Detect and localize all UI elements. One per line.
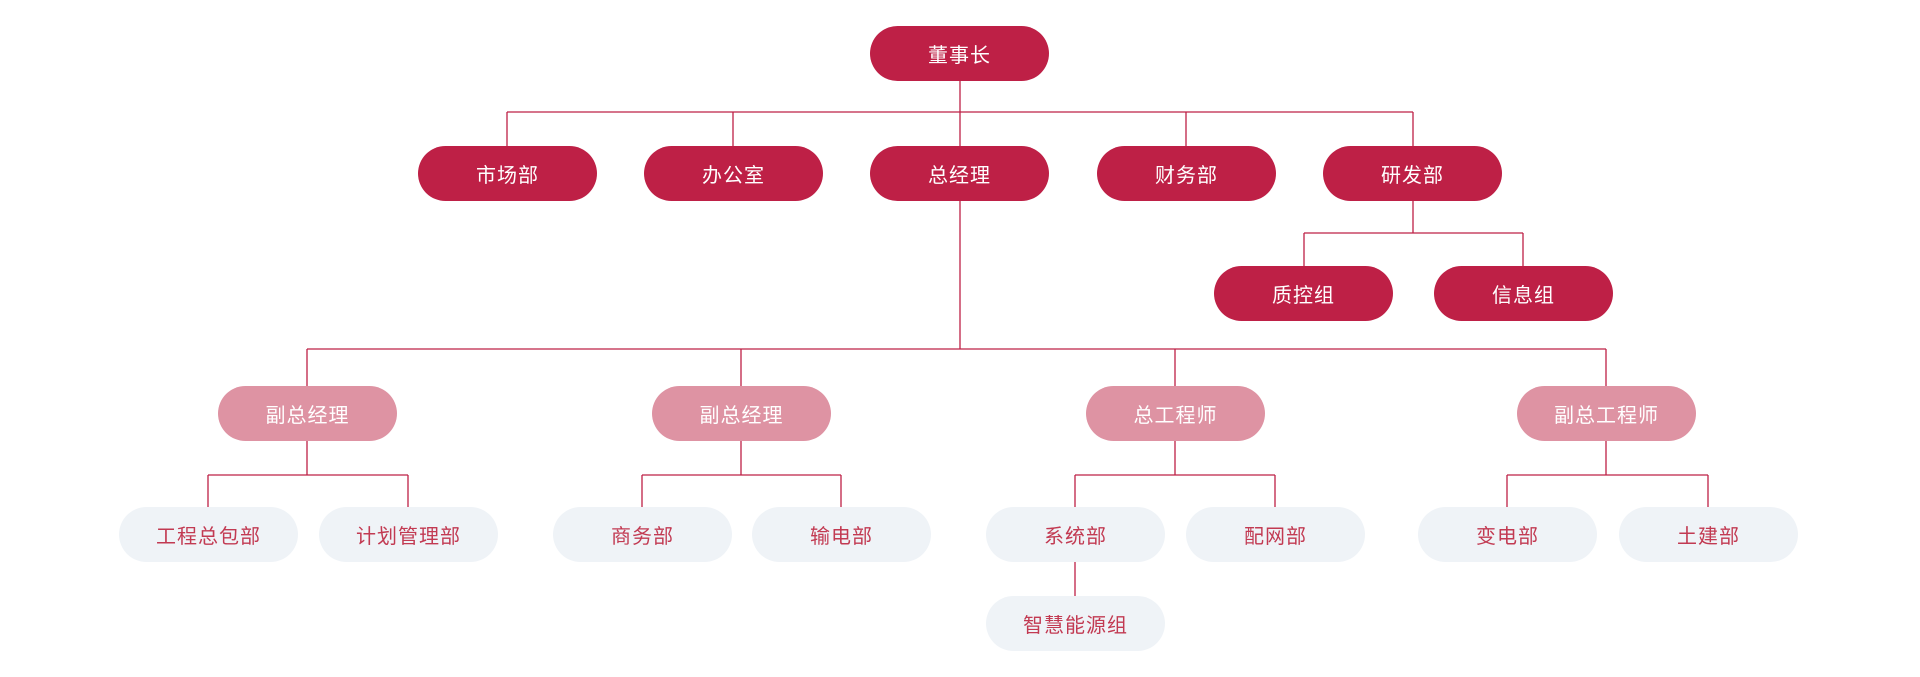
org-node-label: 商务部 bbox=[611, 526, 674, 548]
org-node-label: 计划管理部 bbox=[356, 526, 461, 548]
org-node-label: 财务部 bbox=[1155, 165, 1218, 187]
org-node-deputy-chief-engineer[interactable]: 副总工程师 bbox=[1517, 386, 1696, 441]
org-node-planning[interactable]: 计划管理部 bbox=[319, 507, 498, 562]
org-node-label: 智慧能源组 bbox=[1023, 615, 1128, 637]
org-node-label: 总经理 bbox=[928, 165, 991, 187]
org-node-chairman[interactable]: 董事长 bbox=[870, 26, 1049, 81]
org-node-civil[interactable]: 土建部 bbox=[1619, 507, 1798, 562]
org-node-finance[interactable]: 财务部 bbox=[1097, 146, 1276, 201]
org-node-label: 变电部 bbox=[1476, 526, 1539, 548]
org-node-label: 工程总包部 bbox=[156, 526, 261, 548]
org-node-label: 总工程师 bbox=[1133, 405, 1218, 427]
org-node-smart-energy[interactable]: 智慧能源组 bbox=[986, 596, 1165, 651]
org-node-systems[interactable]: 系统部 bbox=[986, 507, 1165, 562]
org-node-deputy-gm-2[interactable]: 副总经理 bbox=[652, 386, 831, 441]
org-node-chief-engineer[interactable]: 总工程师 bbox=[1086, 386, 1265, 441]
org-node-label: 办公室 bbox=[702, 165, 765, 187]
org-node-label: 配网部 bbox=[1244, 526, 1307, 548]
org-node-label: 副总工程师 bbox=[1554, 405, 1659, 427]
org-node-label: 系统部 bbox=[1044, 526, 1107, 548]
org-node-quality-control[interactable]: 质控组 bbox=[1214, 266, 1393, 321]
org-node-label: 土建部 bbox=[1677, 526, 1740, 548]
org-node-general-manager[interactable]: 总经理 bbox=[870, 146, 1049, 201]
org-node-deputy-gm-1[interactable]: 副总经理 bbox=[218, 386, 397, 441]
org-node-label: 董事长 bbox=[928, 45, 991, 67]
org-node-label: 研发部 bbox=[1381, 165, 1444, 187]
org-node-epc[interactable]: 工程总包部 bbox=[119, 507, 298, 562]
org-node-label: 输电部 bbox=[810, 526, 873, 548]
org-node-substation[interactable]: 变电部 bbox=[1418, 507, 1597, 562]
org-node-label: 副总经理 bbox=[265, 405, 350, 427]
org-node-rnd[interactable]: 研发部 bbox=[1323, 146, 1502, 201]
org-node-label: 质控组 bbox=[1272, 285, 1335, 307]
org-node-information[interactable]: 信息组 bbox=[1434, 266, 1613, 321]
org-node-distribution[interactable]: 配网部 bbox=[1186, 507, 1365, 562]
org-node-label: 市场部 bbox=[476, 165, 539, 187]
org-node-marketing[interactable]: 市场部 bbox=[418, 146, 597, 201]
org-node-label: 副总经理 bbox=[699, 405, 784, 427]
org-node-label: 信息组 bbox=[1492, 285, 1555, 307]
org-node-business[interactable]: 商务部 bbox=[553, 507, 732, 562]
org-node-office[interactable]: 办公室 bbox=[644, 146, 823, 201]
org-node-transmission[interactable]: 输电部 bbox=[752, 507, 931, 562]
